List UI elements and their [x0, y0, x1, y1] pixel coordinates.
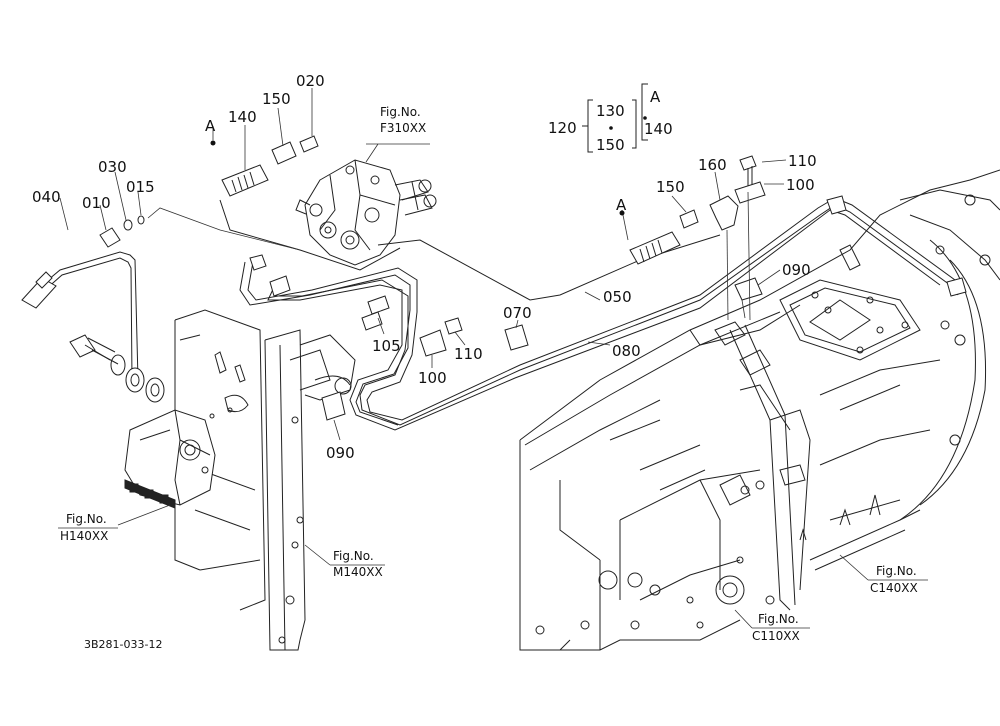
callout-a-left: A — [205, 117, 216, 135]
callout-090-right: 090 — [782, 261, 811, 279]
small-parts — [99, 135, 766, 421]
transmission-housing — [519, 169, 1000, 651]
fig-ref-c140-label: Fig.No. — [876, 564, 917, 578]
kit-ref-a: A — [650, 88, 661, 106]
fig-ref-h140-code: H140XX — [60, 529, 108, 543]
hydraulic-pipes — [21, 195, 967, 431]
fig-ref-m140-code: M140XX — [333, 565, 383, 579]
callout-015: 015 — [126, 178, 155, 196]
kit-part-150: 150 — [596, 136, 625, 154]
callout-110-top: 110 — [788, 152, 817, 170]
callout-040: 040 — [32, 188, 61, 206]
callout-030: 030 — [98, 158, 127, 176]
callout-160: 160 — [698, 156, 727, 174]
fig-ref-f310-label: Fig.No. — [380, 105, 421, 119]
control-valve-assembly — [295, 159, 437, 266]
fig-ref-c140-code: C140XX — [870, 581, 918, 595]
callout-090-left: 090 — [326, 444, 355, 462]
callout-100-top: 100 — [786, 176, 815, 194]
callout-100-mid: 100 — [418, 369, 447, 387]
kit-main-number: 120 — [548, 119, 577, 137]
callout-070: 070 — [503, 304, 532, 322]
callout-150-top: 150 — [262, 90, 291, 108]
callout-150-mid: 150 — [656, 178, 685, 196]
fig-ref-h140-label: Fig.No. — [66, 512, 107, 526]
drawing-code: 3B281-033-12 — [84, 638, 162, 651]
fig-ref-c110-code: C110XX — [752, 629, 800, 643]
mounting-bracket — [174, 309, 356, 651]
callout-105: 105 — [372, 337, 401, 355]
hydraulic-pump — [69, 334, 233, 509]
kit-group-120: 120 130 150 A 140 — [548, 83, 673, 154]
figure-references: Fig.No. F310XX Fig.No. H140XX Fig.No. M1… — [60, 105, 918, 643]
callout-020: 020 — [296, 72, 325, 90]
callout-080: 080 — [612, 342, 641, 360]
callout-050: 050 — [603, 288, 632, 306]
callout-010: 010 — [82, 194, 111, 212]
callout-a-mid: A — [616, 196, 627, 214]
ref-dot-a-left — [210, 140, 216, 146]
callout-110-mid: 110 — [454, 345, 483, 363]
callout-140: 140 — [228, 108, 257, 126]
kit-part-130: 130 — [596, 102, 625, 120]
fig-ref-m140-label: Fig.No. — [333, 549, 374, 563]
callout-labels: 040 010 030 015 A 140 150 020 A 150 160 … — [32, 72, 817, 462]
kit-part-140: 140 — [644, 120, 673, 138]
fig-ref-c110-label: Fig.No. — [758, 612, 799, 626]
fig-ref-f310-code: F310XX — [380, 121, 426, 135]
ref-dot-a-mid — [619, 210, 625, 216]
